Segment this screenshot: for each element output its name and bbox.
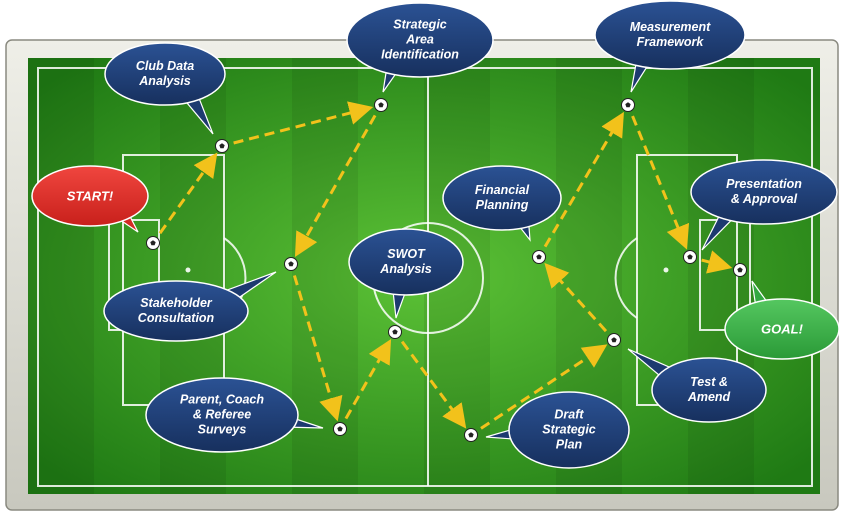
ball-icon: [333, 422, 347, 436]
flow-arrow-financial-to-measurement: [543, 111, 624, 248]
bubble-financial: [442, 165, 562, 242]
bubble-surveys: [145, 377, 324, 453]
step-bubbles: [31, 0, 840, 469]
ball-markers: [146, 98, 747, 442]
bubble-presentation: [690, 159, 838, 251]
flow-arrows: [158, 101, 733, 430]
flow-arrow-presentation-to-goal: [701, 250, 733, 274]
flow-arrow-strategic-area-to-stakeholder: [294, 114, 377, 258]
ball-icon: [146, 236, 160, 250]
ball-icon: [284, 257, 298, 271]
ball-icon: [683, 250, 697, 264]
flow-arrow-swot-to-draft-plan: [400, 340, 467, 429]
bubble-test-amend: [627, 348, 767, 423]
flow-arrow-stakeholder-to-surveys: [292, 275, 343, 422]
flow-arrow-test-amend-to-financial: [544, 262, 608, 333]
flow-arrow-draft-plan-to-test-amend: [480, 344, 608, 430]
ball-icon: [388, 325, 402, 339]
flow-arrow-surveys-to-swot: [344, 338, 392, 420]
bubble-strategic-area: [346, 2, 494, 93]
ball-icon: [532, 250, 546, 264]
ball-icon: [374, 98, 388, 112]
bubble-swot: [348, 228, 464, 319]
ball-icon: [733, 263, 747, 277]
bubble-stakeholder: [103, 271, 277, 342]
bubble-draft-plan: [485, 391, 630, 469]
bubble-start: [31, 165, 149, 233]
flow-arrow-club-data-to-strategic-area: [233, 101, 374, 145]
ball-icon: [215, 139, 229, 153]
bubble-goal: [724, 280, 840, 360]
ball-icon: [607, 333, 621, 347]
bubble-measurement: [594, 0, 746, 93]
flow-arrow-measurement-to-presentation: [631, 115, 690, 250]
ball-icon: [621, 98, 635, 112]
ball-icon: [464, 428, 478, 442]
bubble-club-data: [104, 42, 226, 135]
